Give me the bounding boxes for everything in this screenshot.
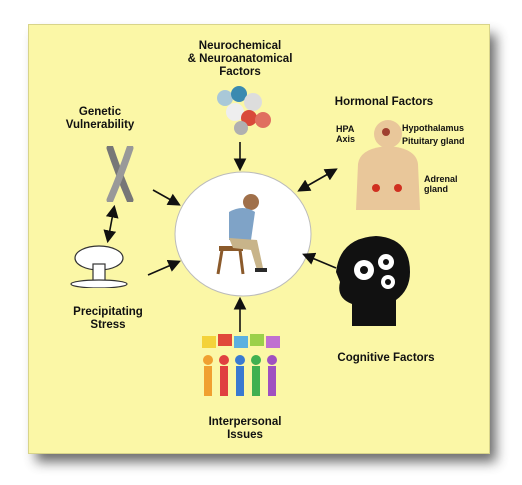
arrow-genetic-stress [103,204,119,244]
label-precipitating: Precipitating Stress [73,306,143,331]
arrow-precipitating [147,259,181,276]
mushroom-cloud-image [70,245,128,288]
label-hpa-axis: HPA Axis [336,124,356,144]
molecule-image [217,86,271,135]
label-neurochemical: Neurochemical & Neuroanatomical Factors [187,40,293,78]
arrow-cognitive [302,252,337,269]
arrow-genetic [152,189,181,206]
chromosome-image [106,146,134,202]
label-hypothalamus: Hypothalamus [402,123,465,133]
label-pituitary: Pituitary gland [402,136,465,146]
label-adrenal: Adrenal gland [424,174,458,194]
thinking-man-image [216,194,267,275]
label-hormonal: Hormonal Factors [334,96,434,108]
body-image [356,120,420,210]
label-cognitive: Cognitive Factors [337,352,435,364]
arrow-hormonal [297,168,338,192]
head-gears-image [336,236,410,326]
label-interpersonal: Interpersonal Issues [208,416,282,441]
people-puzzle-image [202,334,280,396]
label-genetic: Genetic Vulnerability [65,106,135,131]
